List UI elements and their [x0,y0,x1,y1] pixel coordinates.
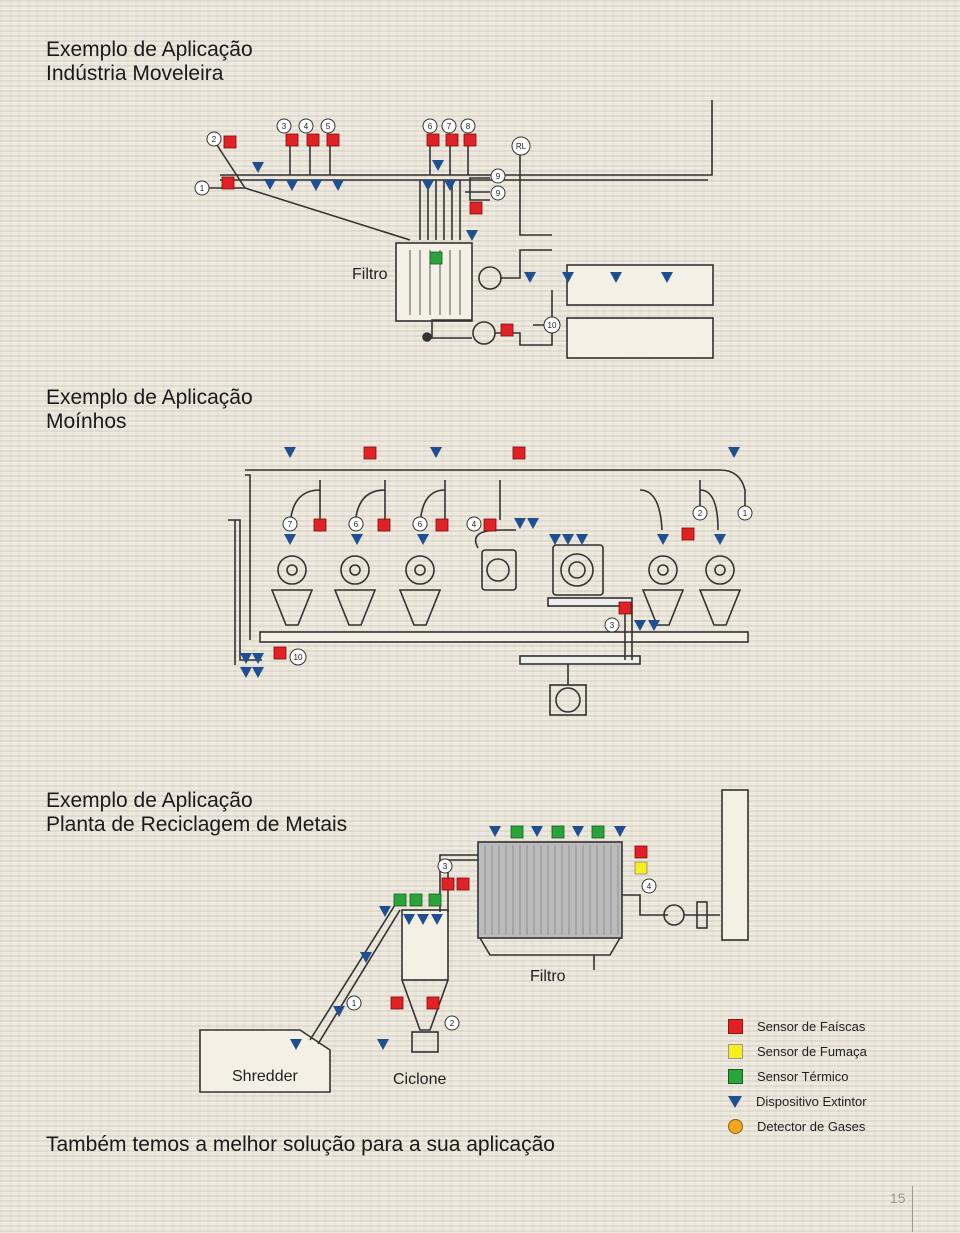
svg-text:5: 5 [326,122,331,131]
legend-label: Dispositivo Extintor [756,1094,867,1109]
legend: Sensor de Faíscas Sensor de Fumaça Senso… [728,1014,928,1139]
svg-text:2: 2 [450,1019,455,1028]
tagline: Também temos a melhor solução para a sua… [46,1133,555,1156]
extinguisher-device-icon [728,1095,742,1108]
recycling-title: Exemplo de Aplicação Planta de Reciclage… [46,789,347,837]
svg-text:4: 4 [304,122,309,131]
svg-text:1: 1 [743,509,748,518]
gas-detector-icon [728,1119,743,1134]
svg-text:3: 3 [610,621,615,630]
recycling-diagram [199,789,749,1093]
svg-text:8: 8 [466,122,471,131]
svg-text:10: 10 [294,653,303,662]
recycling-title-line2: Planta de Reciclagem de Metais [46,813,348,836]
svg-text:7: 7 [288,520,293,529]
furniture-title: Exemplo de Aplicação Indústria Moveleira [46,38,253,86]
svg-text:6: 6 [418,520,423,529]
legend-item-smoke: Sensor de Fumaça [728,1039,928,1064]
smoke-sensor-icon [728,1044,743,1059]
mills-title: Exemplo de Aplicação Moínhos [46,386,253,434]
svg-text:1: 1 [352,999,357,1008]
page-number: 15 [890,1190,906,1206]
svg-text:3: 3 [443,862,448,871]
svg-text:1: 1 [200,184,205,193]
svg-text:6: 6 [354,520,359,529]
legend-item-spark: Sensor de Faíscas [728,1014,928,1039]
svg-text:RL: RL [516,142,527,151]
mills-title-line1: Exemplo de Aplicação [46,386,253,409]
mills-diagram [228,469,749,716]
mills-callouts: 7 6 6 4 3 2 1 10 [282,505,753,666]
legend-item-extinguisher: Dispositivo Extintor [728,1089,928,1114]
svg-text:4: 4 [647,882,652,891]
svg-text:9: 9 [496,189,501,198]
svg-text:10: 10 [548,321,557,330]
spark-sensor-icon [728,1019,743,1034]
legend-item-gas: Detector de Gases [728,1114,928,1139]
legend-label: Sensor Térmico [757,1069,849,1084]
shredder-label: Shredder [232,1068,298,1085]
svg-text:3: 3 [282,122,287,131]
svg-text:4: 4 [472,520,477,529]
svg-text:2: 2 [212,135,217,144]
legend-label: Sensor de Faíscas [757,1019,866,1034]
svg-text:9: 9 [496,172,501,181]
furniture-title-line1: Exemplo de Aplicação [46,38,253,61]
recycling-callouts: 1 2 3 4 [346,858,657,1031]
furniture-diagram [205,100,714,359]
thermal-sensor-icon [728,1069,743,1084]
svg-text:7: 7 [447,122,452,131]
furniture-filter-label: Filtro [352,266,388,283]
svg-text:2: 2 [698,509,703,518]
recycling-title-line1: Exemplo de Aplicação [46,789,253,812]
furniture-title-line2: Indústria Moveleira [46,62,224,85]
legend-label: Detector de Gases [757,1119,866,1134]
svg-text:6: 6 [428,122,433,131]
legend-label: Sensor de Fumaça [757,1044,867,1059]
legend-item-thermal: Sensor Térmico [728,1064,928,1089]
cyclone-label: Ciclone [393,1071,447,1088]
page-number-divider [912,1186,913,1232]
furniture-callouts: 1 2 3 4 5 6 7 8 9 9 10 RL [194,118,561,334]
recycling-filter-label: Filtro [530,968,566,985]
mills-title-line2: Moínhos [46,410,127,433]
